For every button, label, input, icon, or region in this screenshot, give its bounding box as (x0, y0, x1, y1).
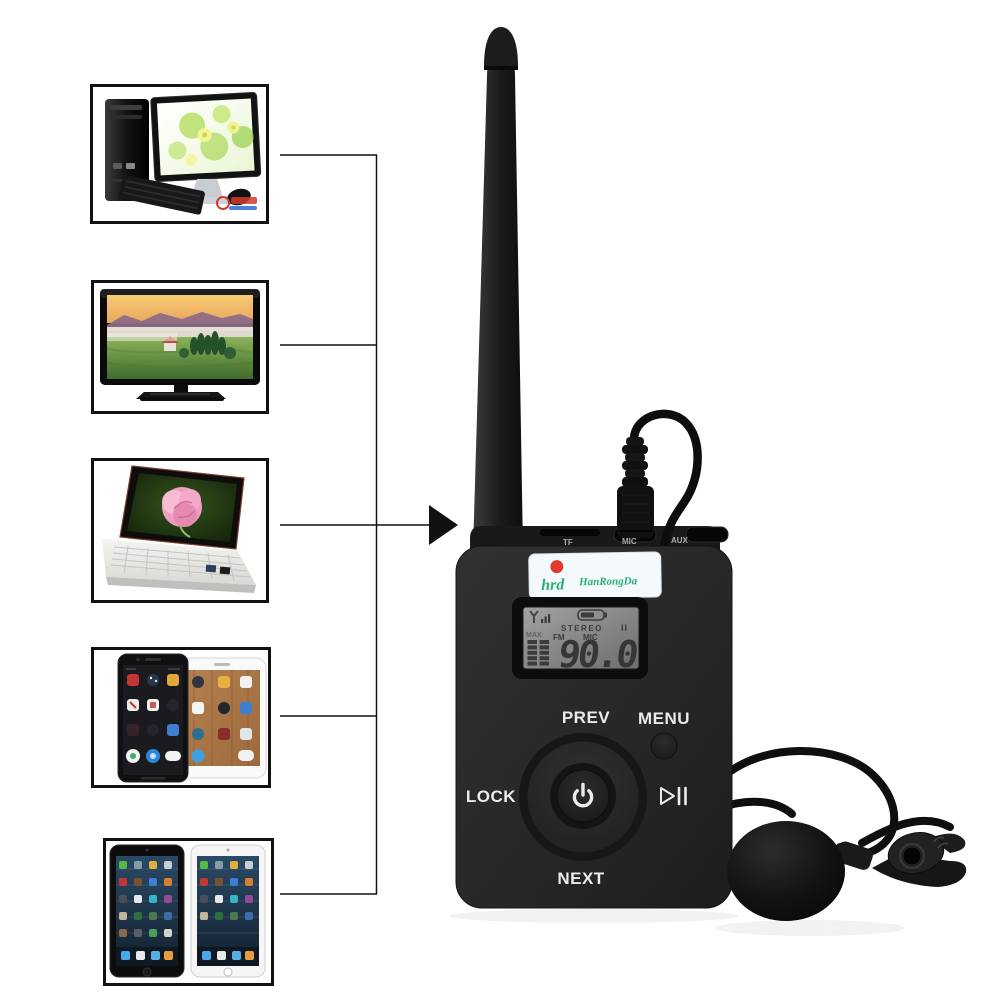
device-shadow (449, 909, 739, 923)
source-image-desktop-computer (90, 84, 269, 224)
brand-logo-icon: hrd (541, 560, 565, 594)
max-volume-label: MAX (526, 632, 542, 639)
source-image-tablets (103, 838, 274, 986)
laptop-keys (110, 545, 251, 582)
desktop-computer-image (105, 91, 262, 215)
tv-screen (106, 295, 254, 379)
tf-port-label: TF (563, 538, 573, 547)
fm-band-label: FM (553, 633, 565, 642)
rose-wallpaper (162, 487, 202, 538)
white-tablet-dock-icons (202, 951, 254, 960)
connection-lines (280, 154, 432, 895)
prev-button-label: PREV (562, 708, 610, 727)
power-icon (572, 782, 594, 808)
top-rim (470, 526, 729, 550)
frequency-display: 90.0 (556, 633, 640, 676)
black-tablet (109, 844, 185, 978)
laptop-keyboard-deck (102, 539, 256, 585)
black-tablet-dock-icons (121, 951, 173, 960)
television-image (100, 289, 260, 401)
tablets-image (109, 844, 266, 978)
mic-clip (872, 832, 967, 887)
tv-stand-neck (174, 385, 188, 392)
brand-label: hrd HanRongDa (528, 551, 662, 600)
aux-port (685, 526, 729, 543)
signal-icon (529, 610, 551, 623)
lcd-screen (522, 606, 640, 670)
source-image-laptop (91, 458, 269, 603)
mic-cable-top (629, 409, 702, 557)
stereo-label: STEREO (561, 624, 603, 633)
tf-card-slot (540, 529, 600, 536)
black-tablet-app-icons (119, 861, 172, 937)
menu-button (650, 732, 678, 760)
source-image-television (91, 280, 269, 414)
pause-indicator: II (621, 623, 628, 633)
source-image-smartphones (91, 647, 271, 788)
computer-keyboard (118, 174, 205, 215)
arrow-icon (429, 505, 458, 545)
clip-spring (933, 836, 949, 849)
menu-button-label: MENU (638, 709, 690, 728)
lavalier-microphone (727, 821, 967, 921)
mic-port-label: MIC (622, 537, 637, 546)
watermark-logo (216, 196, 257, 210)
next-button-label: NEXT (557, 869, 604, 888)
lcd-mic-label: MIC (583, 633, 598, 642)
black-phone (117, 653, 189, 783)
white-tablet-app-icons (200, 861, 253, 920)
brand-logo-text: hrd (541, 577, 565, 594)
laptop-front-edge (106, 577, 256, 593)
mic-capsule (835, 841, 873, 870)
computer-monitor (150, 91, 262, 182)
white-tablet (190, 844, 266, 978)
audio-plug (617, 437, 654, 538)
play-pause-icon (660, 786, 687, 806)
smartphones-image (117, 653, 267, 783)
mic-shadow (715, 920, 905, 936)
control-dial (519, 733, 647, 861)
brand-name: HanRongDa (578, 575, 638, 588)
black-phone-app-icons (126, 674, 181, 763)
antenna (473, 27, 523, 551)
laptop-image (102, 465, 256, 593)
white-phone-app-icons (191, 676, 254, 763)
volume-bars-icon (527, 640, 549, 666)
aux-port-label: AUX (671, 536, 689, 545)
lcd-display: STEREO II MAX FM MIC 90.0 (512, 597, 648, 679)
lock-label: LOCK (466, 787, 516, 806)
battery-icon (577, 609, 607, 621)
